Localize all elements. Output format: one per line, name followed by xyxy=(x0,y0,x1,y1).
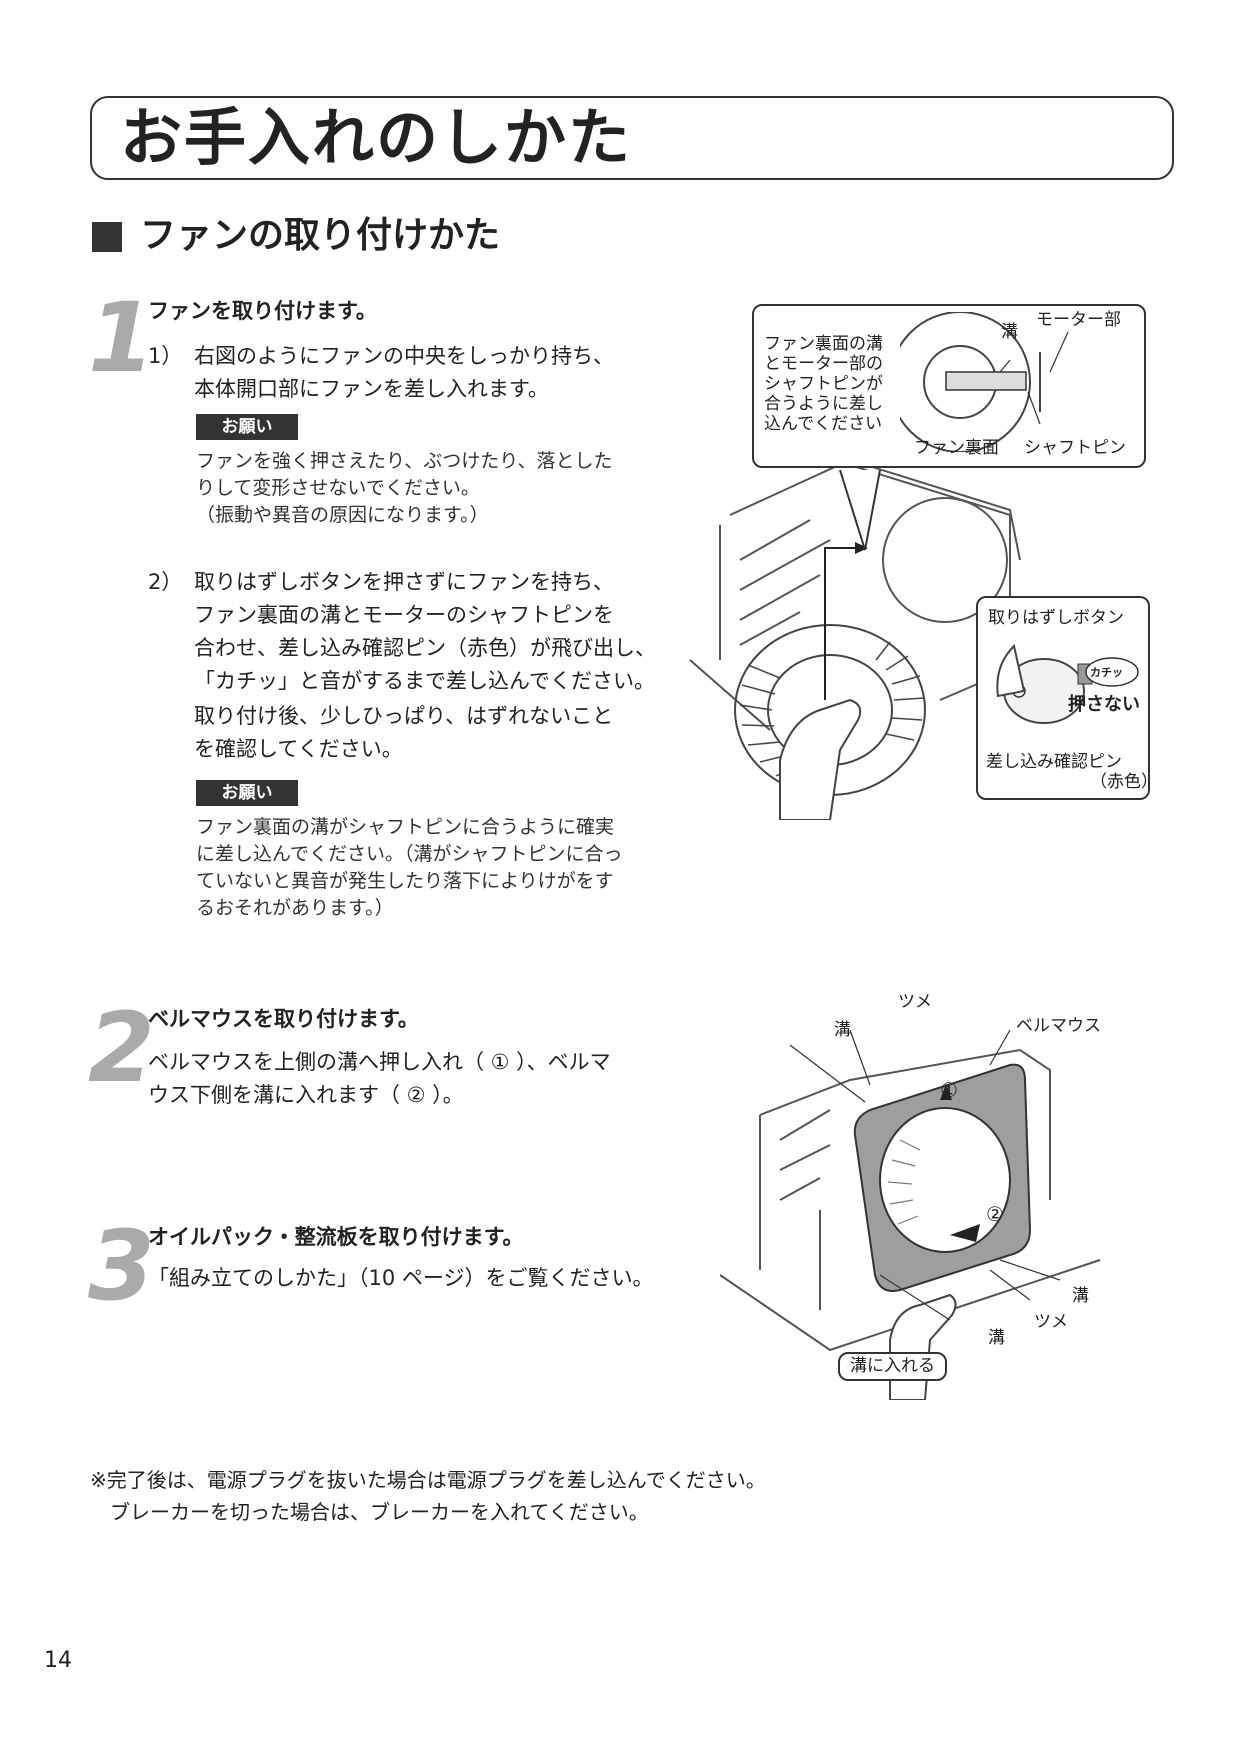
callout-text-groove: ファン裏面の溝 とモーター部の シャフトピンが 合うように差し 込んでください xyxy=(764,334,883,434)
label-circle-1: ① xyxy=(940,1078,958,1102)
substep-number: 2） xyxy=(148,570,183,594)
arrow-down-icon xyxy=(950,1224,980,1242)
bellmouth-figure xyxy=(720,1029,1101,1400)
step-title-2: ベルマウスを取り付けます。 xyxy=(148,1007,419,1031)
title-frame xyxy=(90,96,1174,180)
note-text: ファンを強く押さえたり、ぶつけたり、落とした りして変形させないでください。 （… xyxy=(196,450,613,526)
page-title: お手入れのしかた xyxy=(120,101,633,174)
substep-text: 取りはずしボタンを押さずにファンを持ち、 ファン裏面の溝とモーターのシャフトピン… xyxy=(194,570,656,693)
hand-illustration xyxy=(779,698,862,820)
step-number-2: 2 xyxy=(88,992,155,1104)
step-number-1: 1 xyxy=(88,282,155,394)
label-do-not-press: 押さない xyxy=(1068,694,1140,715)
label-circle-2: ② xyxy=(986,1202,1004,1226)
label-bellmouth: ベルマウス xyxy=(1016,1016,1101,1036)
substep-number: 1） xyxy=(148,344,183,368)
step-title-3: オイルパック・整流板を取り付けます。 xyxy=(148,1225,524,1249)
arrow-line xyxy=(824,547,855,700)
note-label: お願い xyxy=(196,780,298,806)
note-label: お願い xyxy=(196,414,298,440)
hood-body-illustration xyxy=(689,458,1021,731)
label-groove-top: 溝 xyxy=(834,1020,851,1040)
substep-extra-text: 取り付け後、少しひっぱり、はずれないこと を確認してください。 xyxy=(194,704,614,761)
note-text: ファン裏面の溝がシャフトピンに合うように確実 に差し込んでください。（溝がシャフ… xyxy=(196,816,623,919)
step-text-3: 「組み立てのしかた」（10 ページ）をご覧ください。 xyxy=(148,1266,654,1290)
substep-text: 右図のようにファンの中央をしっかり持ち、 本体開口部にファンを差し入れます。 xyxy=(194,344,614,401)
completion-note: ※完了後は、電源プラグを抜いた場合は電源プラグを差し込んでください。 ブレーカー… xyxy=(90,1468,766,1524)
step-number-3: 3 xyxy=(88,1210,155,1322)
label-red: （赤色） xyxy=(1090,772,1158,792)
arrow-up-icon xyxy=(940,1084,952,1100)
label-groove-bottom: 溝 xyxy=(988,1328,1005,1348)
label-click: カチッ xyxy=(1090,666,1123,679)
fan-opening xyxy=(879,1107,1011,1253)
label-insert-into-groove: 溝に入れる xyxy=(838,1352,947,1381)
label-groove: 溝 xyxy=(1001,322,1018,342)
hood-body-illustration xyxy=(720,1048,1101,1352)
motor-shaft-illustration xyxy=(900,312,1069,452)
label-shaft-pin: シャフトピン xyxy=(1024,438,1126,458)
section-heading: ファンの取り付けかた xyxy=(140,215,501,256)
label-tsume-bottom: ツメ xyxy=(1034,1312,1068,1332)
fan-install-figure xyxy=(689,458,1021,820)
step-title-1: ファンを取り付けます。 xyxy=(148,299,377,323)
step-text-2: ベルマウスを上側の溝へ押し入れ（ ① ）、ベルマ ウス下側を溝に入れます（ ② … xyxy=(148,1050,611,1107)
page-number: 14 xyxy=(44,1648,72,1673)
fan-wheel-illustration xyxy=(734,624,926,796)
label-confirm-pin: 差し込み確認ピン xyxy=(986,752,1122,772)
section-bullet xyxy=(92,222,122,252)
label-tsume-top: ツメ xyxy=(898,992,932,1012)
label-fan-back: ファン裏面 xyxy=(914,438,999,458)
arrow-head xyxy=(855,542,868,554)
release-button-illustration xyxy=(996,644,1139,724)
label-release-button: 取りはずしボタン xyxy=(988,608,1124,628)
label-groove-right: 溝 xyxy=(1072,1286,1089,1306)
hand-illustration xyxy=(889,1293,957,1400)
label-motor: モーター部 xyxy=(1036,310,1121,330)
